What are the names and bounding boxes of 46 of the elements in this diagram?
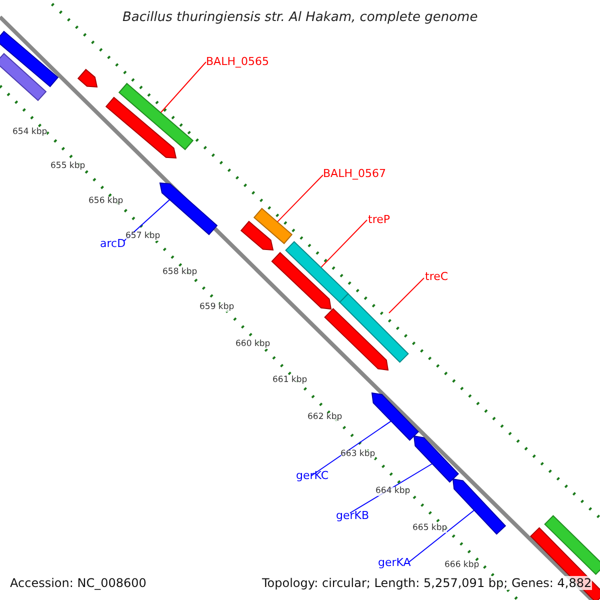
- tick-label: 659 kbp: [200, 303, 234, 312]
- leader-line: [388, 278, 424, 314]
- gene-feature: [0, 30, 59, 88]
- tick-label: 661 kbp: [272, 376, 308, 384]
- gene-label: gerKA: [378, 557, 411, 568]
- gene-feature: [105, 96, 177, 159]
- tick-label: 662 kbp: [308, 413, 342, 422]
- tick-label: 660 kbp: [236, 340, 270, 348]
- title: Bacillus thuringiensis str. Al Hakam, complete genome: [122, 11, 478, 24]
- gene-feature: [339, 293, 409, 363]
- gene-feature: [253, 208, 293, 244]
- gene-feature: [0, 52, 47, 102]
- leader-line: [160, 62, 206, 114]
- tick-label: 666 kbp: [444, 561, 480, 570]
- tick-label: 665 kbp: [412, 524, 448, 532]
- leader-line: [276, 174, 324, 223]
- gene-feature: [413, 435, 459, 483]
- tick-label: 654 kbp: [12, 128, 48, 136]
- gene-feature: [324, 308, 389, 371]
- gene-feature: [118, 82, 194, 150]
- gene-label: BALH_0565: [206, 56, 269, 67]
- tick-label: 658 kbp: [162, 268, 198, 276]
- tick-label: 657 kbp: [126, 232, 160, 240]
- gene-feature: [285, 241, 349, 303]
- gene-feature: [271, 252, 332, 310]
- gene-feature: [544, 515, 600, 575]
- gene-feature: [240, 220, 274, 251]
- leader-line: [320, 220, 368, 268]
- gene-feature: [159, 182, 218, 236]
- tick-label: 655 kbp: [50, 162, 86, 170]
- gene-label: gerKB: [336, 510, 370, 521]
- gene-label: treC: [425, 271, 448, 282]
- gene-label: BALH_0567: [323, 168, 386, 179]
- info-text: Topology: circular; Length: 5,257,091 bp; Genes: 4,882: [262, 576, 592, 590]
- gene-label: treP: [368, 214, 390, 225]
- info-text: Accession: NC_008600: [10, 576, 146, 590]
- gene-feature: [371, 392, 419, 441]
- gene-feature: [452, 478, 506, 535]
- leader-line: [408, 509, 476, 562]
- leader-line: [310, 420, 392, 476]
- gene-label: gerKC: [296, 470, 329, 481]
- gene-label: arcD: [100, 238, 126, 249]
- tick-label: 663 kbp: [340, 450, 376, 458]
- tick-label: 664 kbp: [376, 487, 410, 496]
- gene-feature: [77, 68, 98, 88]
- tick-label: 656 kbp: [88, 197, 124, 206]
